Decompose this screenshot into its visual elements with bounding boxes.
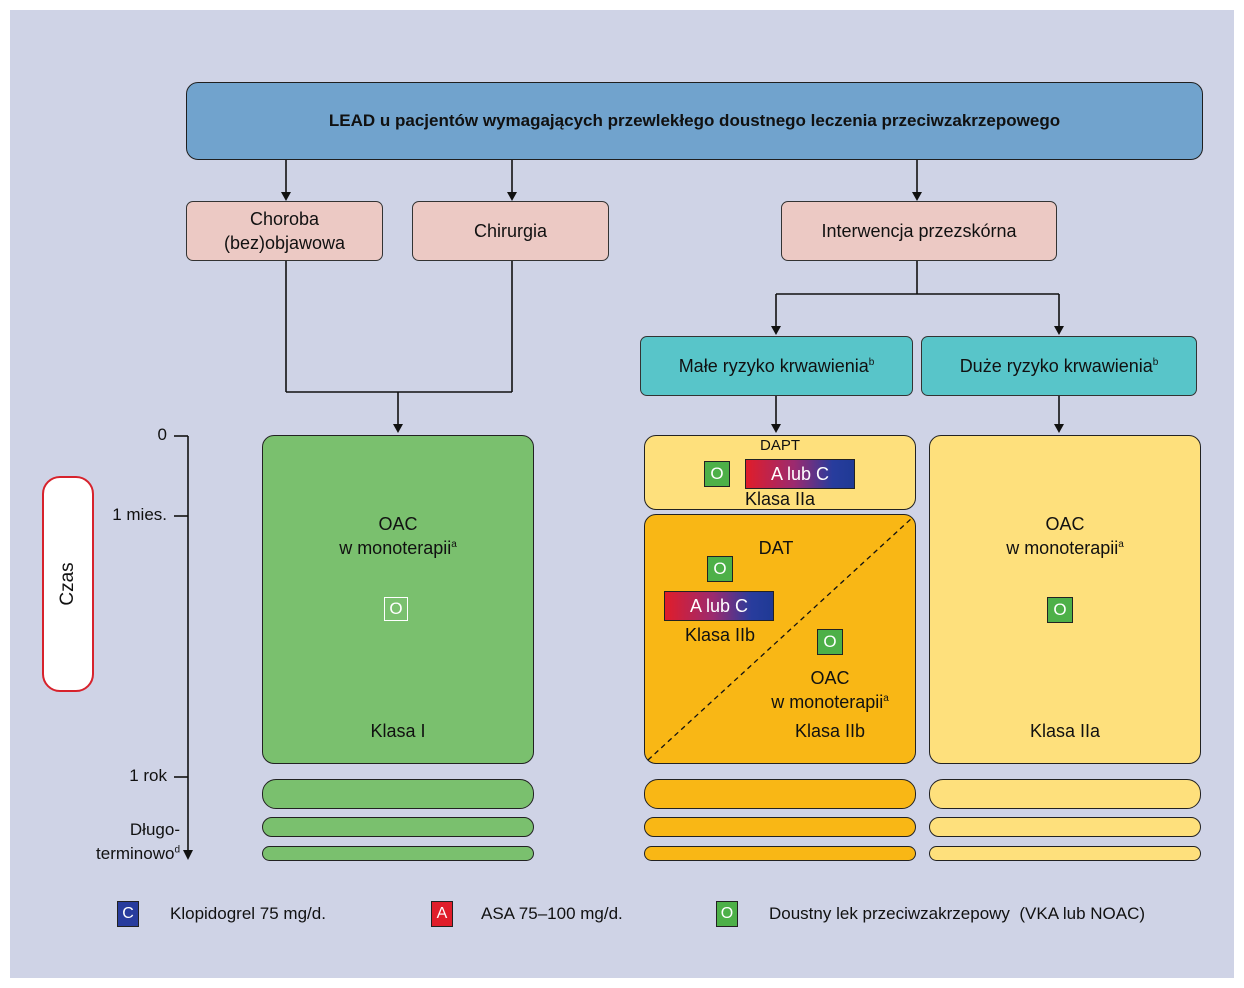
panel-left <box>262 435 534 764</box>
risk-low: Małe ryzyko krwawieniab <box>640 336 913 396</box>
dat-a-or-c: A lub C <box>664 591 774 621</box>
legend-clopidogrel-label: Klopidogrel 75 mg/d. <box>170 904 326 923</box>
mid-strip-2 <box>644 817 916 837</box>
right-class-label: Klasa IIa <box>1029 721 1101 741</box>
risk-high-label: Duże ryzyko krwawieniab <box>959 355 1159 376</box>
risk-high: Duże ryzyko krwawieniab <box>921 336 1197 396</box>
category-disease: Choroba (bez)objawowa <box>186 201 383 261</box>
left-oac-text: OAC w monoterapiia <box>339 514 457 558</box>
left-strip-3 <box>262 846 534 861</box>
header-title: LEAD u pacjentów wymagających przewlekłe… <box>328 111 1061 130</box>
right-oac-text: OAC w monoterapiia <box>1006 514 1124 558</box>
legend-oac-label: Doustny lek przeciwzakrzepowy (VKA lub N… <box>769 904 1146 923</box>
left-strip-1 <box>262 779 534 809</box>
dapt-oac-badge: O <box>704 461 730 487</box>
left-class-label: Klasa I <box>370 721 426 741</box>
right-oac-badge: O <box>1047 597 1073 623</box>
dapt-a-or-c: A lub C <box>745 459 855 489</box>
mid-strip-1 <box>644 779 916 809</box>
tick-1-year: 1 rok <box>129 766 167 785</box>
mid-oac-badge: O <box>817 629 843 655</box>
mid-oac-class: Klasa IIb <box>794 721 866 741</box>
dapt-class: Klasa IIa <box>744 489 816 509</box>
tick-long-term: Długo- terminowod <box>96 820 180 863</box>
dat-class: Klasa IIb <box>684 625 756 645</box>
tick-0: 0 <box>157 425 167 444</box>
left-strip-2 <box>262 817 534 837</box>
intervention-label: Interwencja przezskórna <box>821 221 1017 241</box>
legend-asa-swatch: A <box>431 901 453 927</box>
diagonal-divider <box>647 517 913 761</box>
risk-low-label: Małe ryzyko krwawieniab <box>678 355 875 376</box>
tick-1-month: 1 mies. <box>112 505 167 524</box>
dapt-title: DAPT <box>759 437 800 454</box>
mid-strip-3 <box>644 846 916 861</box>
dat-oac-badge: O <box>707 556 733 582</box>
disease-line2: (bez)objawowa <box>223 233 346 253</box>
diagram-header: LEAD u pacjentów wymagających przewlekłe… <box>186 82 1203 160</box>
right-strip-2 <box>929 817 1201 837</box>
disease-line1: Choroba <box>249 209 320 229</box>
right-strip-3 <box>929 846 1201 861</box>
category-intervention: Interwencja przezskórna <box>781 201 1057 261</box>
dat-title: DAT <box>758 538 794 558</box>
left-oac-badge: O <box>384 597 408 621</box>
legend-oac-swatch: O <box>716 901 738 927</box>
legend-clopidogrel-swatch: C <box>117 901 139 927</box>
category-surgery: Chirurgia <box>412 201 609 261</box>
legend-asa-label: ASA 75–100 mg/d. <box>481 904 623 923</box>
right-strip-1 <box>929 779 1201 809</box>
time-label: Czas <box>57 562 78 606</box>
time-label-pill <box>42 476 94 692</box>
mid-oac-text: OAC w monoterapiia <box>771 668 889 712</box>
surgery-label: Chirurgia <box>473 221 548 241</box>
